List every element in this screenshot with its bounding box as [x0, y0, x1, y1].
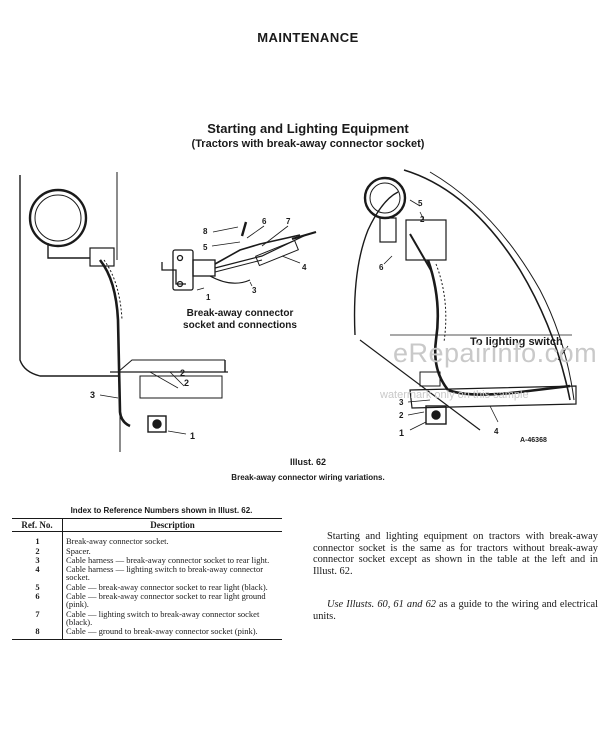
left-fender-diagram — [19, 172, 228, 452]
callout-inset-8: 8 — [203, 227, 208, 236]
ref-description: Cable harness — break-away connector soc… — [66, 554, 270, 565]
callout-inset-5: 5 — [203, 243, 208, 252]
watermark-sub: watermark only on this sample — [380, 389, 529, 401]
callout-right-2b: 2 — [399, 411, 404, 420]
callout-right-2a: 2 — [420, 215, 425, 224]
ref-description: Spacer. — [66, 545, 91, 556]
index-table-title: Index to Reference Numbers shown in Illu… — [70, 506, 253, 515]
watermark-main: eRepairinfo.com — [393, 338, 598, 368]
illust-reference: Use Illusts. 60, 61 and 62 — [327, 599, 436, 610]
body-paragraph-2-text: as a guide to the wiring and electrical … — [313, 599, 598, 622]
wiring-illustration: 3 2 2 1 8 5 6 7 4 3 1 Break-away connect… — [19, 169, 577, 452]
ref-number: 7 — [12, 610, 63, 628]
callout-right-5: 5 — [418, 199, 423, 208]
callout-left-1: 1 — [190, 431, 195, 441]
callout-right-1: 1 — [399, 428, 404, 438]
page-header: MAINTENANCE — [257, 30, 359, 45]
ref-number: 6 — [12, 592, 63, 610]
ref-description: Cable — break-away connector socket to r… — [66, 581, 268, 592]
illustration-caption: Break-away connector wiring variations. — [231, 473, 385, 482]
ref-description: Cable — break-away connector socket to r… — [66, 591, 266, 610]
ref-description: Cable harness — lighting switch to break… — [66, 564, 264, 583]
callout-inset-6: 6 — [262, 217, 267, 226]
ref-description: Cable — ground to break-away connector s… — [62, 627, 282, 640]
inset-caption-line2: socket and connections — [183, 320, 297, 331]
column-header-description: Description — [62, 517, 282, 533]
figure-code: A-46368 — [520, 437, 547, 444]
callout-left-2a: 2 — [180, 368, 185, 378]
inset-caption-line1: Break-away connector — [187, 308, 294, 319]
right-fender-diagram — [353, 169, 577, 431]
callout-inset-3: 3 — [252, 286, 257, 295]
ref-number: 3 — [12, 556, 63, 566]
column-header-ref: Ref. No. — [12, 517, 63, 533]
callout-inset-1: 1 — [206, 293, 211, 302]
callout-right-4: 4 — [494, 427, 499, 436]
callout-right-3: 3 — [399, 398, 404, 407]
ref-description: Break-away connector socket. — [66, 536, 169, 547]
callout-inset-4: 4 — [302, 263, 307, 272]
ref-number: 5 — [12, 582, 63, 593]
body-paragraph-2: Use Illusts. 60, 61 and 62 as a guide to… — [313, 599, 598, 622]
section-subtitle: (Tractors with break-away connector sock… — [191, 138, 425, 150]
callout-inset-7: 7 — [286, 217, 291, 226]
connector-inset-diagram — [161, 221, 317, 291]
illustration-label: Illust. 62 — [289, 457, 326, 467]
ref-number: 1 — [12, 531, 63, 547]
callout-right-6: 6 — [379, 263, 384, 272]
section-title: Starting and Lighting Equipment — [207, 121, 409, 136]
body-paragraph-1: Starting and lighting equipment on tract… — [313, 531, 598, 577]
ref-number: 2 — [12, 546, 63, 556]
ref-number: 8 — [12, 627, 63, 640]
ref-description: Cable — lighting switch to break-away co… — [66, 608, 260, 627]
ref-number: 4 — [12, 565, 63, 583]
callout-left-3: 3 — [90, 390, 95, 400]
callout-left-2b: 2 — [184, 378, 189, 388]
table-header-row: Ref. No. Description — [12, 517, 282, 533]
lighting-switch-label: To lighting switch — [470, 336, 563, 348]
